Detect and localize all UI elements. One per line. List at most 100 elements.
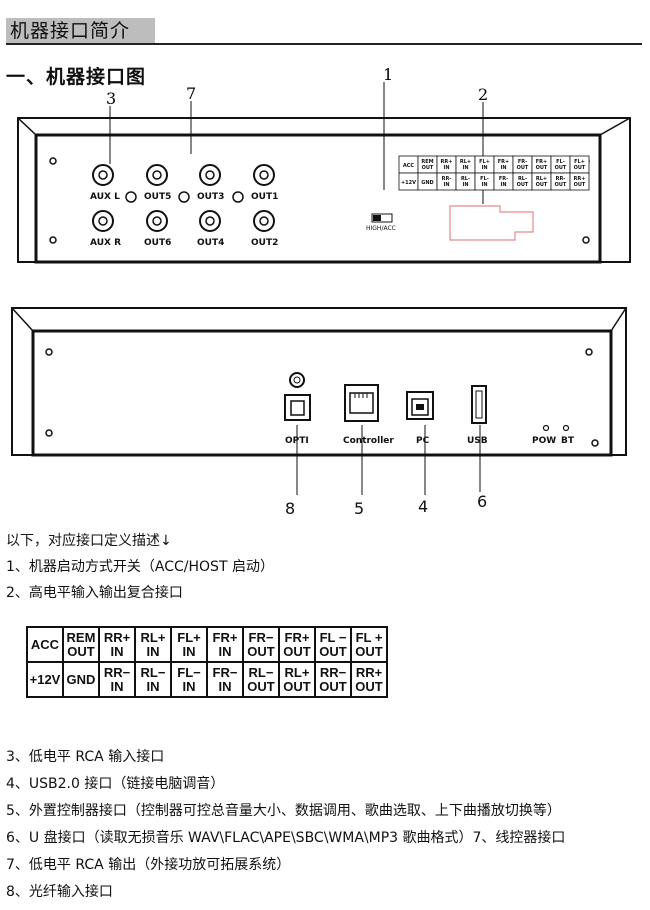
description-item-6: 6、U 盘接口（读取无损音乐 WAV\FLAC\APE\SBC\WMA\MP3 …: [6, 830, 566, 846]
mini-pin-label: RR-: [442, 176, 452, 182]
title-rule: [6, 43, 642, 45]
page-title: 机器接口简介: [6, 18, 155, 44]
mini-pin-label: IN: [481, 165, 487, 171]
front-panel-diagram: 1 2 3 7 AUX L OUT5 OUT3 OUT1 AUX R OUT6 …: [17, 65, 631, 264]
description-item-4: 4、USB2.0 接口（链接电脑调音）: [6, 776, 225, 792]
pin-cell-direction: OUT: [319, 678, 347, 694]
mini-pin-cell: [569, 172, 590, 191]
pin-cell-name: FR−: [212, 664, 238, 680]
rca-out2: [253, 210, 275, 232]
pin-cell: FR+OUT: [278, 626, 316, 663]
pin-cell-direction: OUT: [283, 643, 311, 659]
description-item-1: 1、机器启动方式开关（ACC/HOST 启动）: [6, 559, 274, 575]
screw-hole: [582, 236, 590, 244]
label-pc: PC: [416, 436, 430, 446]
mini-pin-label: FL-: [480, 176, 489, 182]
mini-pin-label: REM: [421, 159, 433, 165]
label-out1: OUT1: [251, 192, 278, 202]
mini-pin-label: FL+: [479, 159, 490, 165]
mini-pin-label: IN: [481, 182, 487, 188]
optical-port: [284, 394, 311, 421]
mini-pin-label: FL+: [574, 159, 585, 165]
pin-cell: RL−IN: [134, 661, 172, 698]
high-acc-switch: [371, 213, 393, 223]
mini-pin-label: FR-: [518, 159, 527, 165]
callout-7: 7: [186, 84, 196, 103]
pin-cell: FL+IN: [170, 626, 208, 663]
pin-cell-name: RL+: [284, 664, 310, 680]
label-aux-l: AUX L: [90, 192, 120, 202]
callout-3: 3: [106, 89, 116, 108]
highlevel-plug-outline: [449, 205, 534, 241]
mini-pin-label: OUT: [555, 182, 567, 188]
pin-cell-direction: OUT: [355, 643, 383, 659]
pin-cell-direction: IN: [110, 678, 124, 694]
mini-pin-label: ACC: [403, 163, 415, 169]
pin-cell: FR−OUT: [242, 626, 280, 663]
pin-cell-name: RL−: [248, 664, 274, 680]
usb-a-port: [471, 385, 487, 424]
description-item-2: 2、高电平输入输出复合接口: [6, 585, 183, 601]
mini-pin-label: OUT: [536, 165, 548, 171]
mini-pin-label: FR+: [536, 159, 547, 165]
pin-cell: RR−IN: [98, 661, 136, 698]
description-item-8: 8、光纤输入接口: [6, 884, 113, 900]
mini-pin-label: +12V: [401, 180, 416, 186]
pin-cell-name: RL−: [140, 664, 166, 680]
pin-cell: FL +OUT: [350, 626, 388, 663]
callout-1: 1: [383, 65, 393, 84]
bt-led: [562, 424, 570, 432]
mini-pin-label: IN: [500, 182, 506, 188]
mini-pin-label: IN: [500, 165, 506, 171]
label-bt: BT: [561, 436, 575, 446]
pin-cell: RR+OUT: [350, 661, 388, 698]
mini-pin-label: FR-: [499, 176, 508, 182]
pin-cell: FL −OUT: [314, 626, 352, 663]
pin-cell-name: FL+: [177, 629, 201, 645]
opti-led: [289, 372, 305, 388]
label-out6: OUT6: [144, 238, 171, 248]
pin-cell-direction: IN: [110, 643, 124, 659]
pin-cell: ACC: [26, 626, 64, 663]
label-usb: USB: [467, 436, 488, 446]
pin-cell-name: RR−: [103, 664, 131, 680]
screw-hole: [49, 236, 57, 244]
pin-cell-direction: IN: [218, 643, 232, 659]
description-item-7: 7、低电平 RCA 输出（外接功放可拓展系统）: [6, 857, 291, 873]
pin-cell-name: FR−: [248, 629, 274, 645]
label-controller: Controller: [343, 436, 394, 446]
rca-out4: [199, 210, 221, 232]
pin-cell-name: RL+: [140, 629, 166, 645]
description-item-3: 3、低电平 RCA 输入接口: [6, 749, 165, 765]
mini-pin-label: GND: [421, 180, 433, 186]
label-high-acc: HIGH/ACC: [366, 225, 396, 232]
label-out2: OUT2: [251, 238, 278, 248]
label-out4: OUT4: [197, 238, 224, 248]
rca-out5: [146, 164, 168, 186]
pin-cell-name: RR+: [103, 629, 131, 645]
pin-cell: GND: [62, 661, 100, 698]
mini-pin-label: OUT: [574, 165, 586, 171]
mini-pin-header: ACCREMOUTRR+INRL+INFL+INFR+INFR-OUTFR+OU…: [398, 155, 590, 191]
rca-out1: [253, 164, 275, 186]
label-out5: OUT5: [144, 192, 171, 202]
pin-cell-name: ACC: [30, 636, 60, 652]
mini-pin-label: FR+: [498, 159, 509, 165]
label-out3: OUT3: [197, 192, 224, 202]
pin-cell-direction: OUT: [355, 678, 383, 694]
pin-cell-name: RR+: [355, 664, 383, 680]
callout-4: 4: [418, 497, 428, 516]
pow-led: [542, 424, 550, 432]
mini-pin-label: OUT: [422, 165, 434, 171]
rca-aux-l: [92, 164, 114, 186]
section-heading: 一、机器接口图: [6, 66, 147, 88]
pin-cell: FR−IN: [206, 661, 244, 698]
callout-6: 6: [477, 492, 487, 511]
mini-pin-label: RL-: [461, 176, 470, 182]
pin-cell-direction: OUT: [67, 643, 95, 659]
pin-cell-name: FL−: [177, 664, 201, 680]
mini-pin-label: OUT: [574, 182, 586, 188]
